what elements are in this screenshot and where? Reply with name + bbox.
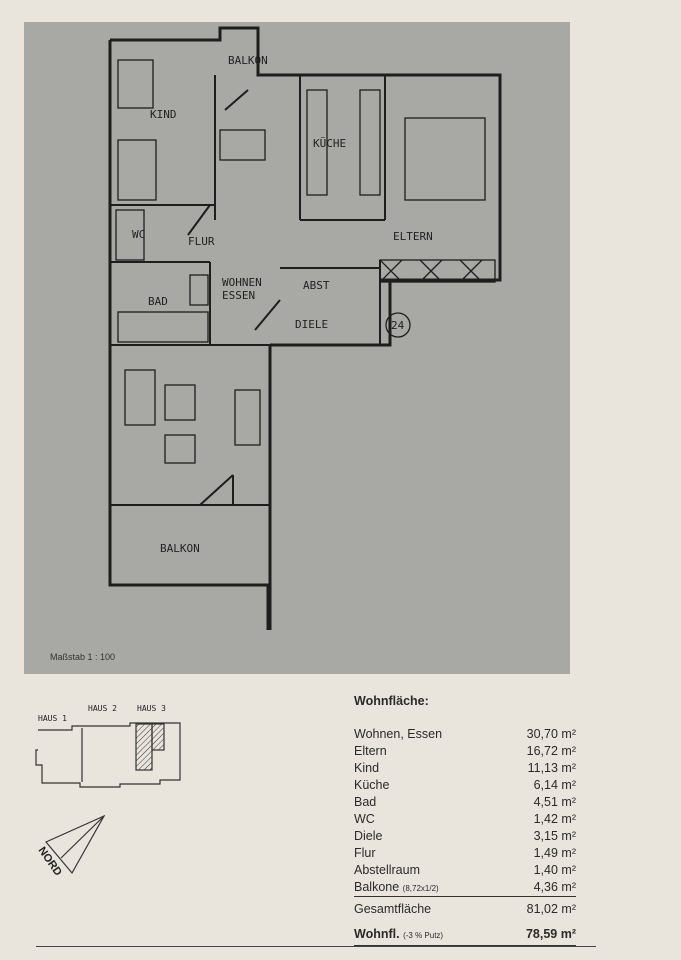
area-row-total: Gesamtfläche 81,02 m² xyxy=(354,901,576,918)
outer-wall xyxy=(270,280,392,347)
outer-wall xyxy=(108,40,270,630)
area-value: 16,72 m² xyxy=(526,744,576,758)
room-label-wohnen: WOHNEN xyxy=(222,276,262,289)
area-row: WC 1,42 m² xyxy=(354,811,576,828)
outer-wall xyxy=(110,26,502,282)
area-name: Flur xyxy=(354,846,376,860)
area-table: Wohnfläche: Wohnen, Essen 30,70 m² Eltern 1… xyxy=(354,694,576,946)
room-label-eltern: ELTERN xyxy=(393,230,433,243)
area-name: Bad xyxy=(354,795,377,809)
area-name: Abstellraum xyxy=(354,863,420,877)
floor-plan: KIND BALKON KÜCHE ELTERN WC FLUR WOHNEN … xyxy=(24,22,570,674)
room-label-balkon-bottom: BALKON xyxy=(160,542,200,555)
area-note: (-3 % Putz) xyxy=(403,931,444,940)
house-label: HAUS 2 xyxy=(88,704,117,713)
room-label-kueche: KÜCHE xyxy=(313,137,346,150)
area-table-title: Wohnfläche: xyxy=(354,694,429,708)
area-row: Bad 4,51 m² xyxy=(354,794,576,811)
area-value: 30,70 m² xyxy=(526,727,576,741)
divider xyxy=(36,946,596,947)
room-label-wc: WC xyxy=(132,228,145,241)
area-value: 78,59 m² xyxy=(525,927,576,941)
scale-label: Maßstab 1 : 100 xyxy=(50,652,116,662)
area-name: Küche xyxy=(354,778,390,792)
site-plan: HAUS 1 HAUS 2 HAUS 3 NORD xyxy=(35,704,181,878)
unit-number: 24 xyxy=(391,319,405,332)
area-row-balkone: Balkone (8,72x1/2) 4,36 m² xyxy=(354,879,576,897)
area-row: Wohnen, Essen 30,70 m² xyxy=(354,726,576,743)
area-name: Diele xyxy=(354,829,383,843)
area-name: Balkone xyxy=(354,880,400,894)
area-value: 1,49 m² xyxy=(533,846,576,860)
area-name: Wohnen, Essen xyxy=(354,727,443,741)
area-row: Küche 6,14 m² xyxy=(354,777,576,794)
floor-plan-drawing: KIND BALKON KÜCHE ELTERN WC FLUR WOHNEN … xyxy=(108,26,502,630)
house-label: HAUS 1 xyxy=(38,714,67,723)
area-value: 11,13 m² xyxy=(527,761,576,775)
house-label: HAUS 3 xyxy=(137,704,166,713)
room-label-essen: ESSEN xyxy=(222,289,255,302)
area-value: 1,42 m² xyxy=(533,812,576,826)
area-name: Wohnfl. xyxy=(354,927,400,941)
area-value: 4,51 m² xyxy=(533,795,576,809)
area-row-net: Wohnfl. (-3 % Putz) 78,59 m² xyxy=(354,926,576,946)
area-value: 3,15 m² xyxy=(533,829,576,843)
area-row: Diele 3,15 m² xyxy=(354,828,576,845)
area-row: Kind 11,13 m² xyxy=(354,760,576,777)
room-label-bad: BAD xyxy=(148,295,168,308)
room-label-balkon: BALKON xyxy=(228,54,268,67)
area-row: Flur 1,49 m² xyxy=(354,845,576,862)
area-value: 6,14 m² xyxy=(533,778,576,792)
area-value: 1,40 m² xyxy=(533,863,576,877)
room-label-diele: DIELE xyxy=(295,318,328,331)
area-name: Kind xyxy=(354,761,380,775)
room-label-kind: KIND xyxy=(150,108,177,121)
area-row: Abstellraum 1,40 m² xyxy=(354,862,576,879)
room-label-abst: ABST xyxy=(303,279,330,292)
area-value: 4,36 m² xyxy=(533,880,576,894)
area-name: Eltern xyxy=(354,744,387,758)
north-label: NORD xyxy=(36,845,64,878)
area-value: 81,02 m² xyxy=(526,902,576,916)
area-name: Gesamtfläche xyxy=(354,902,432,916)
area-name: WC xyxy=(354,812,375,826)
area-note: (8,72x1/2) xyxy=(402,884,439,893)
area-row: Eltern 16,72 m² xyxy=(354,743,576,760)
room-label-flur: FLUR xyxy=(188,235,215,248)
